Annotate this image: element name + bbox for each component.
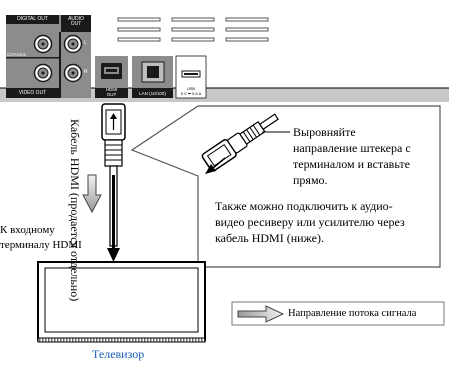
audio-out-label: AUDIO OUT <box>68 16 84 27</box>
hdmi-out-label: HDMI OUT <box>105 87 118 97</box>
tv-input-label: К входному терминалу HDMI <box>0 223 82 253</box>
tv-input-line-1: К входному <box>0 224 55 236</box>
note-line-3: кабель HDMI (ниже). <box>215 231 325 245</box>
video-out-label: VIDEO OUT <box>18 90 47 96</box>
audio-r-jack <box>63 63 83 83</box>
usb-label: USB 5 V ⎓ 0.5 A <box>180 86 202 96</box>
insert-arrow-icon <box>205 164 216 174</box>
audio-out-header <box>61 15 91 32</box>
video-jack <box>33 63 53 83</box>
signal-flow-arrow <box>82 174 102 214</box>
coaxial-jack <box>33 34 53 54</box>
callout-instruction: Выровняйте направление штекера с термина… <box>293 124 411 188</box>
down-arrow-icon <box>107 248 120 262</box>
digital-out-header <box>6 15 59 24</box>
legend <box>231 301 445 326</box>
usb-port <box>175 55 207 99</box>
coaxial-label: COAXIAL <box>7 52 27 57</box>
note-line-1: Также можно подключить к аудио- <box>215 199 393 213</box>
instruction-line-2: направление штекера с <box>293 141 411 155</box>
instruction-line-3: терминалом и вставьте <box>293 157 410 171</box>
tv-caption: Телевизор <box>92 347 145 361</box>
hdmi-out-port <box>95 56 128 98</box>
hdmi-cable <box>101 103 126 262</box>
legend-label: Направление потока сигнала <box>288 308 417 319</box>
cable-label-line3: отдельно) <box>68 250 82 302</box>
lan-label: LAN (10/100) <box>139 91 166 96</box>
audio-r-label: R <box>84 69 88 75</box>
digital-out-label: DIGITAL OUT <box>17 16 48 22</box>
instruction-line-1: Выровняйте <box>293 125 356 139</box>
television <box>37 261 206 343</box>
vent-slots <box>117 17 269 42</box>
callout-box <box>130 105 441 268</box>
audio-l-jack <box>63 34 83 54</box>
rear-panel <box>0 15 449 102</box>
orientation-arrow-icon <box>110 113 117 119</box>
cable-label: Кабель HDMI (продается отдельно) <box>68 119 82 301</box>
note-line-2: видео ресиверу или усилителю через <box>215 215 405 229</box>
cable-label-line1: Кабель HDMI <box>68 119 82 190</box>
cable-label-line2: (продается <box>68 192 82 248</box>
hdmi-plug-icon <box>201 113 279 172</box>
callout-note: Также можно подключить к аудио- видео ре… <box>215 198 405 246</box>
tv-input-line-2: терминалу HDMI <box>0 239 82 251</box>
instruction-line-4: прямо. <box>293 173 328 187</box>
lan-port <box>132 56 173 98</box>
video-out-footer <box>6 88 59 98</box>
legend-arrow-icon <box>237 305 285 323</box>
audio-l-label: L <box>84 40 87 46</box>
